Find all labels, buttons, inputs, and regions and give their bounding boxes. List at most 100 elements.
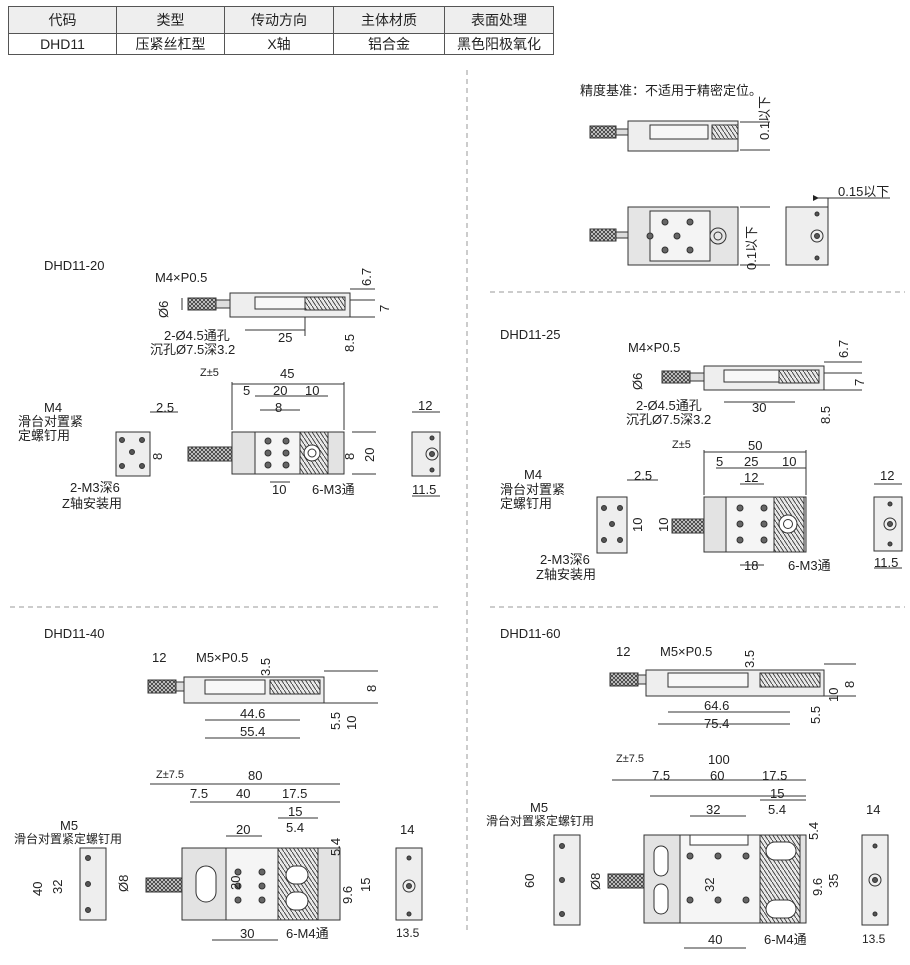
- dim-label: 55.4: [240, 724, 266, 739]
- dim-label: 17.5: [282, 786, 308, 801]
- holes-label: 6-M3通: [788, 558, 831, 573]
- dim-label: Z±7.5: [156, 769, 185, 781]
- section-title: DHD11-40: [44, 626, 105, 641]
- dim-label: 2.5: [634, 468, 653, 483]
- dim-label: Ø6: [630, 372, 645, 390]
- spec-cell: 黑色阳极氧化: [444, 33, 554, 55]
- dim-label: 6.7: [359, 267, 374, 286]
- spec-cell: X轴: [224, 33, 334, 55]
- dim-label: 64.6: [704, 698, 730, 713]
- dim-label: 10: [782, 454, 797, 469]
- dim-label: 5.5: [328, 711, 343, 730]
- dim-label: 13.5: [396, 926, 420, 940]
- spec-header-cell: 主体材质: [333, 6, 445, 34]
- dim-label: 5: [243, 383, 251, 398]
- spec-data-row: DHD11 压紧丝杠型 X轴 铝合金 黑色阳极氧化: [8, 33, 554, 55]
- dim-label: 7: [852, 378, 867, 386]
- dim-label: 14: [400, 822, 415, 837]
- dim-label: Ø8: [588, 872, 603, 890]
- dim-label: 3.5: [742, 649, 757, 668]
- lock-label: 滑台对置紧定螺钉用: [486, 814, 595, 828]
- dim-label: 20: [273, 383, 288, 398]
- dim-label: M4×P0.5: [628, 340, 681, 355]
- dim-label: 8: [342, 452, 357, 460]
- dim-label: Z±7.5: [616, 753, 645, 765]
- dim-label: 30: [240, 926, 255, 941]
- dim-label: 9.6: [810, 877, 825, 896]
- dim-label: 12: [880, 468, 895, 483]
- dim-label: M5×P0.5: [196, 650, 249, 665]
- section-title: DHD11-20: [44, 258, 105, 273]
- dim-label: 25: [744, 454, 759, 469]
- dim-label: 32: [706, 802, 721, 817]
- dim-label: 60: [710, 768, 725, 783]
- dim-label: 7: [377, 304, 392, 312]
- dim-label: Z±5: [672, 439, 691, 451]
- dim-label: 17.5: [762, 768, 788, 783]
- lock-label: 定螺钉用: [18, 428, 71, 443]
- dim-label: 13.5: [862, 932, 886, 946]
- dim-label: 25: [278, 330, 293, 345]
- dim-label: 10: [630, 517, 645, 532]
- tolerance-label: 0.1以下: [744, 225, 759, 270]
- lock-label: 滑台对置紧: [500, 482, 566, 497]
- dhd11-25-drawing: [596, 361, 903, 569]
- dim-label: 32: [50, 879, 65, 894]
- dim-label: 8: [275, 400, 283, 415]
- dim-label: 12: [616, 644, 631, 659]
- dim-label: 8: [842, 680, 857, 688]
- section-dividers: [10, 70, 905, 930]
- spec-header-cell: 代码: [8, 6, 117, 34]
- spec-cell: 压紧丝杠型: [116, 33, 225, 55]
- mount-label: Z轴安装用: [62, 496, 122, 511]
- dim-label: 2-Ø4.5通孔: [164, 328, 230, 343]
- dim-label: 5.5: [808, 705, 823, 724]
- dim-label: 5.4: [806, 821, 821, 840]
- dim-label: 20: [236, 822, 251, 837]
- dim-label: 50: [748, 438, 763, 453]
- dim-label: 60: [522, 873, 537, 888]
- spec-cell: 铝合金: [333, 33, 445, 55]
- dim-label: 沉孔Ø7.5深3.2: [626, 412, 712, 427]
- holes-label: 6-M3通: [312, 482, 355, 497]
- spec-header-cell: 表面处理: [444, 6, 554, 34]
- dim-label: 12: [744, 470, 759, 485]
- dim-label: 10: [656, 517, 671, 532]
- dim-label: 10: [305, 383, 320, 398]
- dim-label: 40: [30, 881, 45, 896]
- dim-label: 5.4: [328, 837, 343, 856]
- dim-label: 2.5: [156, 400, 175, 415]
- tolerance-label: 0.15以下: [838, 184, 890, 199]
- lock-label: 滑台对置紧: [18, 414, 84, 429]
- dim-label: 2-Ø4.5通孔: [636, 398, 702, 413]
- accuracy-note: 精度基准：不适用于精密定位。: [580, 83, 763, 98]
- dim-label: 8: [364, 684, 379, 692]
- dim-label: Ø6: [156, 300, 171, 318]
- dim-label: 14: [866, 802, 881, 817]
- tolerance-label: 0.1以下: [757, 95, 772, 140]
- dim-label: 7.5: [652, 768, 671, 783]
- dim-label: 40: [236, 786, 251, 801]
- dim-label: Z±5: [200, 367, 219, 379]
- dim-label: M5: [530, 800, 549, 815]
- dim-label: 15: [288, 804, 303, 819]
- dim-label: M4: [524, 467, 543, 482]
- dim-label: M4: [44, 400, 63, 415]
- dim-label: 75.4: [704, 716, 730, 731]
- mount-label: Z轴安装用: [536, 567, 596, 582]
- dim-label: 10: [272, 482, 287, 497]
- dim-label: 15: [358, 877, 373, 892]
- dim-label: 80: [248, 768, 263, 783]
- dim-label: 30: [752, 400, 767, 415]
- accuracy-diagram: [589, 120, 890, 266]
- section-title: DHD11-25: [500, 327, 561, 342]
- dim-label: 20: [362, 447, 377, 462]
- dim-label: 5: [716, 454, 724, 469]
- dim-label: M4×P0.5: [155, 270, 208, 285]
- dim-label: 40: [708, 932, 723, 947]
- holes-label: 6-M4通: [286, 926, 329, 941]
- spec-header-row: 代码 类型 传动方向 主体材质 表面处理: [8, 6, 554, 34]
- dim-label: 11.5: [412, 482, 437, 497]
- mount-label: 2-M3深6: [70, 480, 120, 495]
